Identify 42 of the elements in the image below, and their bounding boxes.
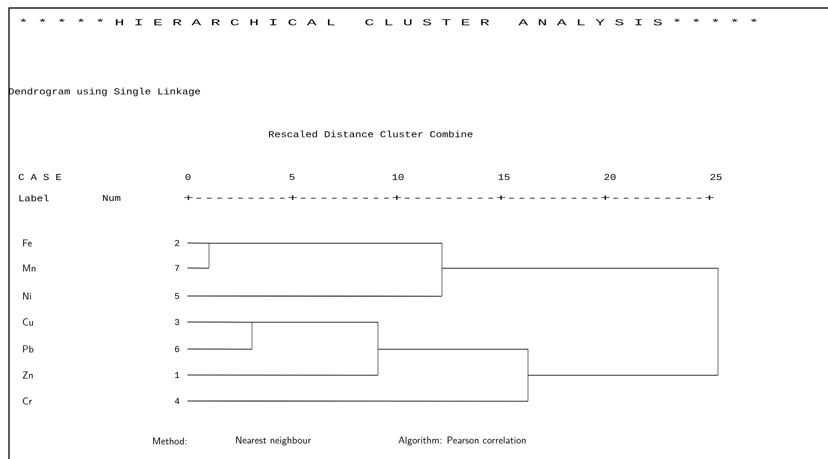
dendrogram-link	[378, 348, 528, 350]
dendrogram-link	[208, 242, 442, 244]
tick-label: 15	[498, 174, 510, 180]
axis-title: Rescaled Distance Cluster Combine	[269, 130, 472, 138]
dendrogram-link	[187, 374, 378, 376]
tick-label: 0	[186, 174, 190, 180]
column-header: Label	[19, 194, 49, 202]
dendrogram-link	[187, 348, 252, 350]
title: * * * * * H I E R A R C H I C A L C L U S T E R A N A L Y S I S * * * * *	[20, 18, 757, 26]
dendrogram-link	[442, 268, 718, 269]
dendrogram-link	[528, 374, 718, 376]
tick-label: 10	[392, 174, 404, 180]
axis-scale: +---------+---------+---------+---------+---------+	[184, 195, 714, 200]
dendrogram-link	[187, 400, 528, 402]
column-header: Num	[103, 195, 120, 202]
case-label: Cu	[22, 318, 33, 326]
case-number: 5	[174, 293, 180, 300]
subtitle: Dendrogram using Single Linkage	[9, 88, 200, 96]
case-number: 1	[175, 372, 180, 378]
case-label: Fe	[23, 240, 32, 247]
tick-label: 20	[604, 174, 616, 180]
case-number: 4	[174, 398, 180, 404]
case-number: 3	[174, 318, 180, 326]
case-number: 7	[175, 265, 180, 271]
case-label: Pb	[23, 345, 34, 353]
note-text: Algorithm: Pearson correlation	[398, 436, 526, 446]
case-label: Ni	[23, 292, 31, 300]
dendrogram-link	[252, 322, 378, 323]
tick-label: 5	[290, 174, 294, 180]
dendrogram-link	[187, 242, 210, 244]
case-number: 2	[175, 240, 180, 246]
note-text: Nearest neighbour	[236, 436, 311, 446]
column-header: C A S E	[18, 174, 62, 180]
dendrogram-link	[187, 322, 252, 323]
tick-label: 25	[710, 174, 722, 180]
case-number: 6	[175, 346, 180, 352]
dendrogram-link	[187, 296, 442, 297]
case-label: Cr	[22, 397, 32, 405]
dendrogram-link	[187, 268, 210, 269]
case-label: Mn	[23, 264, 36, 272]
case-label: Zn	[22, 372, 33, 378]
note-text: Method:	[153, 437, 186, 445]
